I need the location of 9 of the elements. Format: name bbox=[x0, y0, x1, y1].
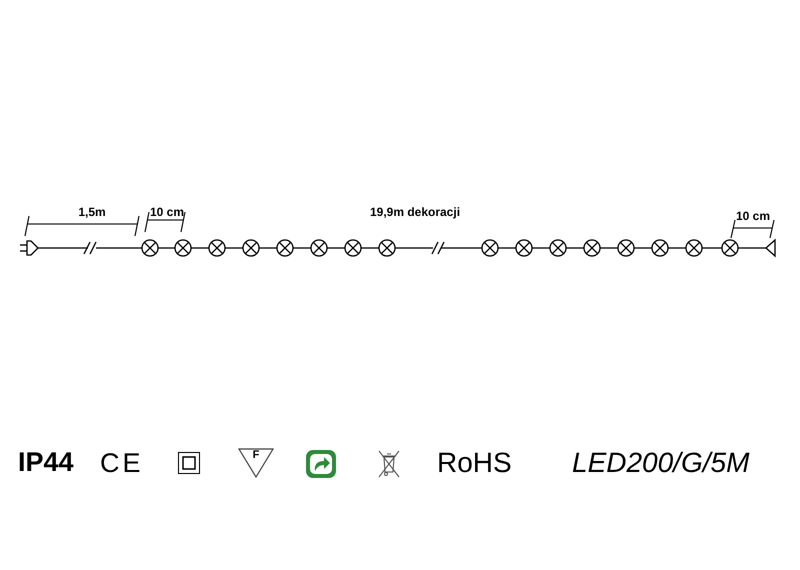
conformity-mark: CE bbox=[100, 450, 144, 477]
ip-rating-label: IP44 bbox=[18, 449, 74, 476]
triangle-letter: F bbox=[252, 450, 260, 461]
length-label: 19,9m dekoracji bbox=[370, 206, 460, 218]
dimension-label: 10 cm bbox=[736, 210, 770, 222]
standard-label: RoHS bbox=[437, 449, 512, 477]
dimension-label: 10 cm bbox=[150, 206, 184, 218]
model-number: LED200/G/5M bbox=[572, 449, 750, 477]
dimension-label: 1,5m bbox=[78, 206, 106, 218]
